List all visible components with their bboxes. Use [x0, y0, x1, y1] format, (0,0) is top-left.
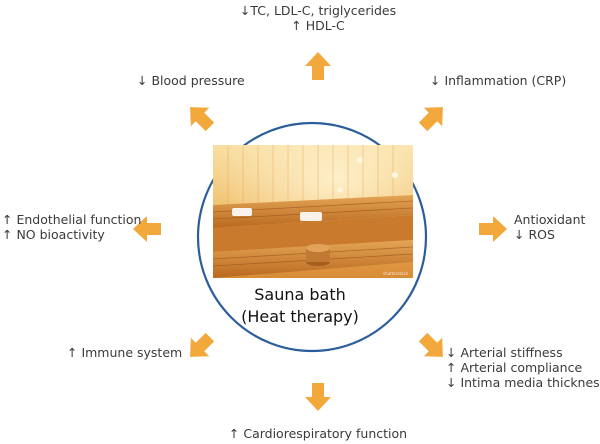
arrow-top — [305, 52, 331, 80]
effect-left-line1: ↑ Endothelial function — [2, 212, 142, 227]
arrow-right — [479, 216, 507, 242]
effect-bottom-line1: ↑ Cardiorespiratory function — [228, 426, 408, 441]
effect-bottom-right-line1: ↓ Arterial stiffness — [446, 345, 563, 360]
effect-right-line2: ↓ ROS — [514, 227, 555, 242]
effect-bottom-right-line2: ↑ Arterial compliance — [446, 360, 583, 375]
effect-bottom-right: ↓ Arterial stiffness ↑ Arterial complian… — [446, 345, 600, 390]
effect-top-right: ↓ Inflammation (CRP) — [430, 73, 566, 88]
effect-top-line2: ↑ HDL-C — [291, 18, 345, 33]
arrows — [133, 52, 507, 411]
effect-top-left: ↓ Blood pressure — [137, 73, 245, 88]
arrow-bottom — [305, 383, 331, 411]
center-title-line1: Sauna bath — [254, 285, 346, 304]
arrow-top-left — [190, 107, 215, 132]
arrow-left — [133, 216, 161, 242]
arrow-bottom-left — [190, 332, 215, 357]
effect-top-line1: ↓TC, LDL-C, triglycerides — [239, 3, 397, 18]
center-title-line2: (Heat therapy) — [241, 307, 359, 326]
effect-bottom-left-line1: ↑ Immune system — [67, 345, 183, 360]
effect-bottom: ↑ Cardiorespiratory function — [226, 426, 410, 441]
center-title: Sauna bath (Heat therapy) — [210, 284, 390, 328]
effect-top-right-line1: ↓ Inflammation (CRP) — [430, 73, 567, 88]
effect-top-left-line1: ↓ Blood pressure — [137, 73, 245, 88]
effect-left-line2: ↑ NO bioactivity — [2, 227, 105, 242]
effect-right: Antioxidant ↓ ROS — [514, 212, 585, 242]
effect-left: ↑ Endothelial function ↑ NO bioactivity — [2, 212, 141, 242]
effect-bottom-right-line3: ↓ Intima media thickness — [446, 375, 600, 390]
sauna-photo: shutterstock — [212, 145, 414, 278]
effect-bottom-left: ↑ Immune system — [67, 345, 182, 360]
arrow-top-right — [418, 107, 443, 132]
effect-right-line1: Antioxidant — [514, 212, 586, 227]
arrow-bottom-right — [418, 332, 443, 357]
svg-text:shutterstock: shutterstock — [383, 271, 409, 276]
effect-top: ↓TC, LDL-C, triglycerides ↑ HDL-C — [232, 3, 404, 33]
